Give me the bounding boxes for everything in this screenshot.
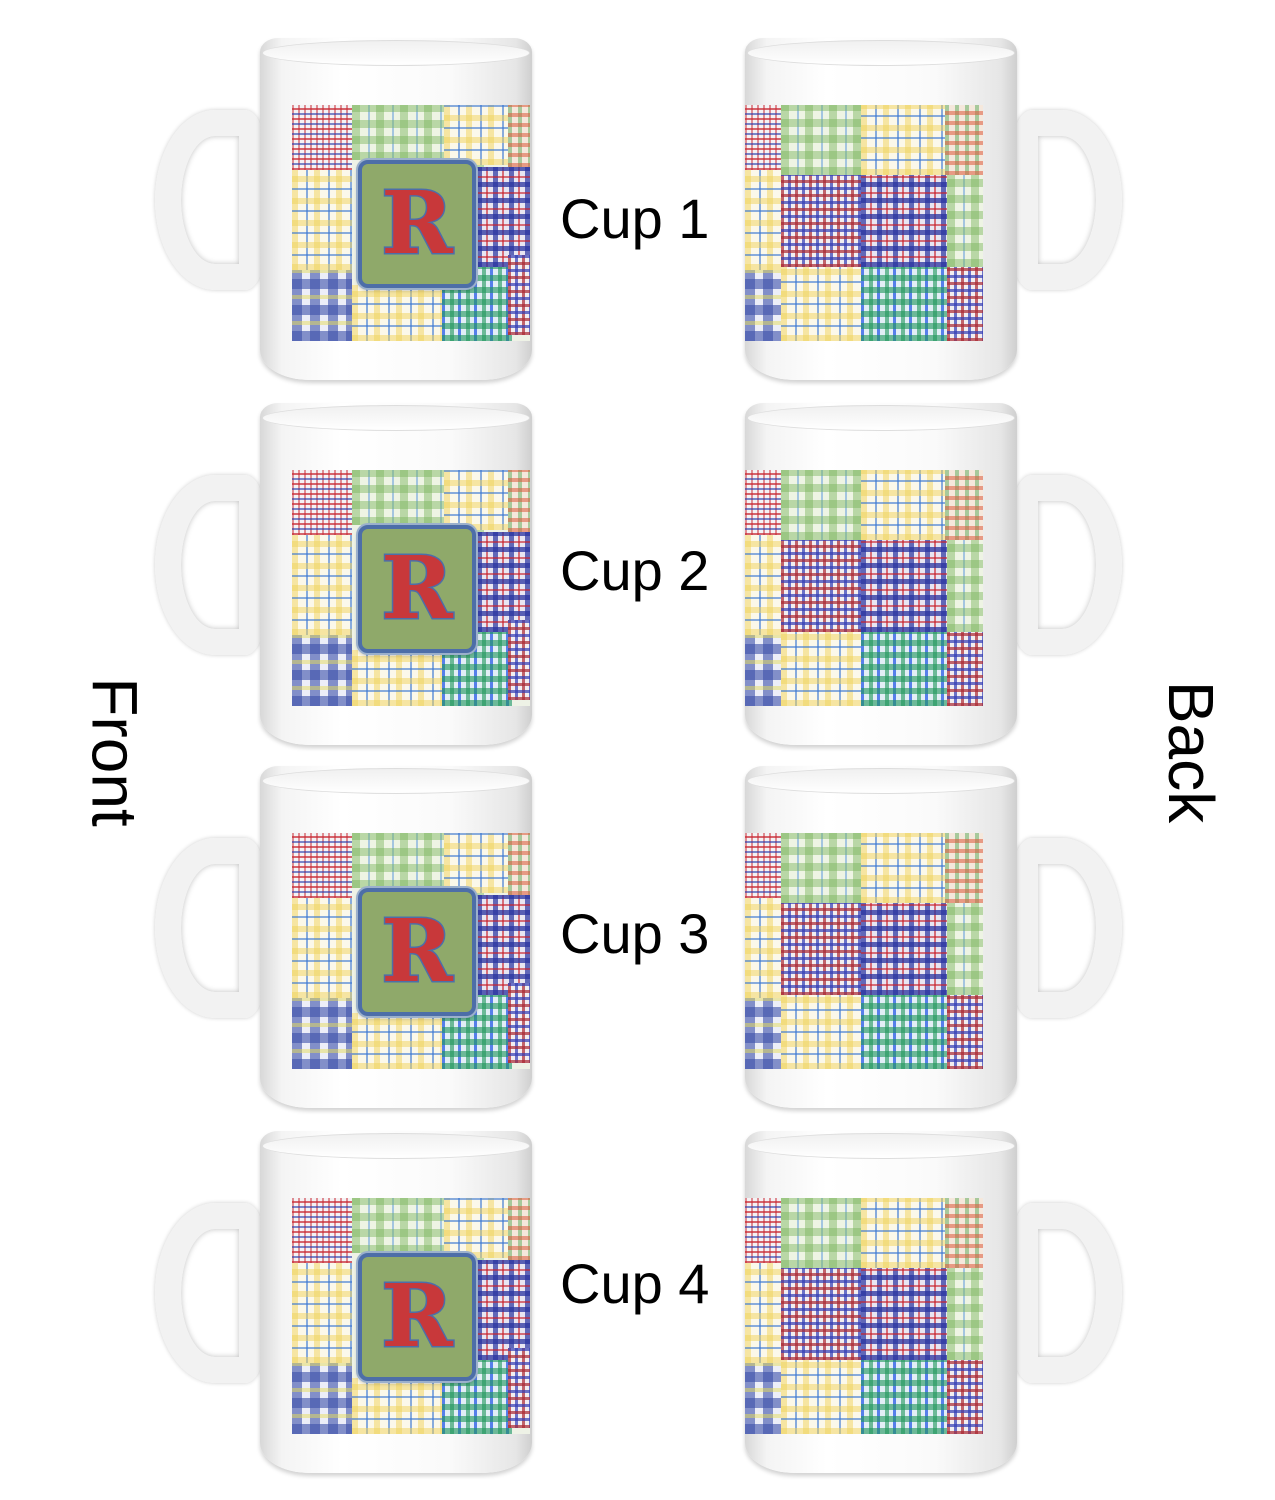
monogram-letter: R <box>380 1266 455 1367</box>
mug-body <box>745 1131 1017 1473</box>
plaid-print: R <box>292 1198 530 1434</box>
mug-body <box>745 403 1017 745</box>
cup-row: R Cup 4 <box>0 1131 1275 1496</box>
mug-back-image <box>742 38 1122 383</box>
cup-label: Cup 1 <box>560 187 710 250</box>
monogram-letter: R <box>380 173 455 274</box>
monogram-badge: R <box>358 888 476 1016</box>
mug-back-image <box>742 766 1122 1111</box>
mug-front-image: R <box>155 403 535 748</box>
mug-handle <box>1012 1203 1122 1383</box>
cup-row: R Cup 1 <box>0 38 1275 403</box>
monogram-badge: R <box>358 1253 476 1381</box>
plaid-print: R <box>292 470 530 706</box>
mug-rim <box>262 768 530 794</box>
cup-label: Cup 4 <box>560 1252 710 1315</box>
monogram-badge: R <box>358 525 476 653</box>
mug-rim <box>747 1133 1015 1159</box>
mug-body: R <box>260 766 532 1108</box>
mug-rim <box>747 768 1015 794</box>
cup-label: Cup 2 <box>560 539 710 602</box>
mug-back-image <box>742 403 1122 748</box>
cup-label: Cup 3 <box>560 902 710 965</box>
monogram-letter: R <box>380 538 455 639</box>
cup-row: R Cup 3 <box>0 766 1275 1131</box>
mug-rim <box>262 1133 530 1159</box>
mug-rim <box>262 40 530 66</box>
mug-rim <box>747 405 1015 431</box>
mug-handle <box>155 110 265 290</box>
mug-handle <box>1012 838 1122 1018</box>
mug-front-image: R <box>155 766 535 1111</box>
monogram-badge: R <box>358 160 476 288</box>
mug-body: R <box>260 38 532 380</box>
plaid-print <box>745 833 983 1069</box>
mug-back-image <box>742 1131 1122 1476</box>
plaid-print <box>745 105 983 341</box>
cup-row: R Cup 2 <box>0 403 1275 768</box>
mug-body <box>745 38 1017 380</box>
mug-handle <box>155 1203 265 1383</box>
mug-handle <box>155 838 265 1018</box>
mug-handle <box>1012 110 1122 290</box>
mug-rim <box>262 405 530 431</box>
monogram-letter: R <box>380 901 455 1002</box>
mug-front-image: R <box>155 1131 535 1476</box>
mug-body <box>745 766 1017 1108</box>
mug-body: R <box>260 1131 532 1473</box>
mug-handle <box>155 475 265 655</box>
plaid-print: R <box>292 833 530 1069</box>
mug-front-image: R <box>155 38 535 383</box>
plaid-print <box>745 470 983 706</box>
plaid-print: R <box>292 105 530 341</box>
mug-handle <box>1012 475 1122 655</box>
mug-body: R <box>260 403 532 745</box>
plaid-print <box>745 1198 983 1434</box>
mug-rim <box>747 40 1015 66</box>
